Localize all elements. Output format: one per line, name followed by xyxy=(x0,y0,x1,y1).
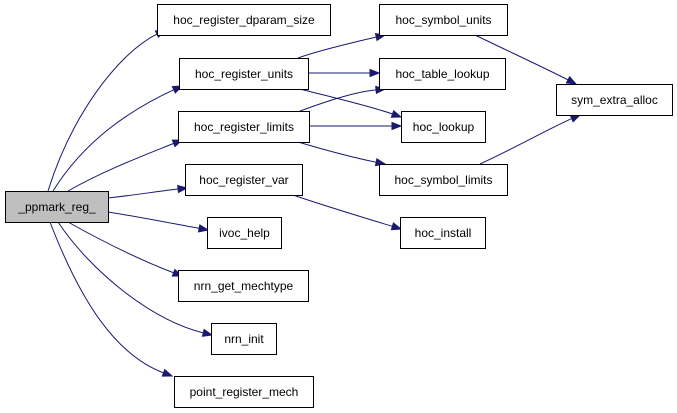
edge-line xyxy=(67,221,175,274)
edge-line xyxy=(49,221,165,374)
edge-line xyxy=(479,117,573,165)
edge-hoc_register_units-to-hoc_lookup xyxy=(299,88,403,118)
node-box xyxy=(174,376,314,408)
edge-line xyxy=(292,194,394,228)
edge-line xyxy=(67,142,175,192)
node-box xyxy=(379,58,506,90)
arrow-head xyxy=(161,368,174,377)
node-hoc-table-lookup[interactable]: hoc_table_lookup xyxy=(379,58,506,90)
arrow-head xyxy=(197,224,210,233)
edge-ppmark_reg-to-nrn_get_mechtype xyxy=(67,221,184,277)
node-layer: _ppmark_reg_ hoc_register_dparam_size hoc_… xyxy=(5,4,673,408)
edge-hoc_symbol_units-to-sym_extra_alloc xyxy=(474,34,578,85)
node-box xyxy=(185,164,303,196)
arrow-head xyxy=(391,121,403,131)
node-hoc-register-units[interactable]: hoc_register_units xyxy=(179,58,309,90)
arrow-head xyxy=(201,328,214,337)
arrow-head xyxy=(369,68,381,78)
node-hoc-install[interactable]: hoc_install xyxy=(400,217,486,249)
edge-line xyxy=(47,33,159,192)
edge-ppmark_reg-to-hoc_register_var xyxy=(107,184,189,199)
node-hoc-symbol-units[interactable]: hoc_symbol_units xyxy=(379,4,508,36)
edge-hoc_register_limits-to-hoc_lookup xyxy=(309,121,403,131)
edge-ppmark_reg-to-nrn_init xyxy=(57,221,214,337)
edge-hoc_register_units-to-hoc_symbol_units xyxy=(297,33,387,59)
node-label: hoc_register_dparam_size xyxy=(173,13,315,27)
node-label: _ppmark_reg_ xyxy=(17,200,96,214)
node-box xyxy=(379,4,508,36)
node-label: hoc_register_limits xyxy=(194,120,294,134)
node-sym-extra-alloc[interactable]: sym_extra_alloc xyxy=(556,84,673,116)
node-label: hoc_symbol_units xyxy=(395,13,491,27)
node-point-register-mech[interactable]: point_register_mech xyxy=(174,376,314,408)
node-box xyxy=(157,4,331,36)
node-label: hoc_table_lookup xyxy=(395,67,489,81)
edge-hoc_register_var-to-hoc_install xyxy=(292,194,403,231)
node-nrn-get-mechtype[interactable]: nrn_get_mechtype xyxy=(178,270,309,302)
arrow-head xyxy=(390,222,403,231)
node-label: nrn_get_mechtype xyxy=(194,279,294,293)
node-label: hoc_register_units xyxy=(195,67,293,81)
node-box xyxy=(401,111,486,143)
edge-line xyxy=(57,221,205,334)
edge-line xyxy=(52,88,175,192)
arrow-head xyxy=(569,114,582,123)
edge-line xyxy=(474,34,570,81)
node-nrn-init[interactable]: nrn_init xyxy=(211,323,277,355)
node-box xyxy=(211,323,277,355)
edge-ppmark_reg-to-ivoc_help xyxy=(107,211,210,233)
node-label: nrn_init xyxy=(224,332,264,346)
edge-ppmark_reg-to-hoc_register_dparam_size xyxy=(47,29,167,192)
node-box xyxy=(178,270,309,302)
node-label: hoc_install xyxy=(415,226,472,240)
node-box xyxy=(178,111,310,143)
node-hoc-symbol-limits[interactable]: hoc_symbol_limits xyxy=(379,164,508,196)
node-hoc-register-var[interactable]: hoc_register_var xyxy=(185,164,303,196)
edge-line xyxy=(107,211,201,230)
edge-ppmark_reg-to-point_register_mech xyxy=(49,221,174,377)
edge-line xyxy=(297,36,378,59)
edge-line xyxy=(107,188,180,199)
edge-hoc_register_limits-to-hoc_symbol_limits xyxy=(297,141,387,167)
node-box xyxy=(556,84,673,116)
node-label: hoc_lookup xyxy=(413,120,475,134)
arrow-head xyxy=(177,184,189,194)
node-box xyxy=(207,217,282,249)
node-hoc-lookup[interactable]: hoc_lookup xyxy=(401,111,486,143)
edge-hoc_symbol_limits-to-sym_extra_alloc xyxy=(479,114,582,165)
node-label: point_register_mech xyxy=(190,385,299,399)
node-label: hoc_register_var xyxy=(199,173,288,187)
node-label: ivoc_help xyxy=(219,226,270,240)
node-hoc-register-limits[interactable]: hoc_register_limits xyxy=(178,111,310,143)
edge-hoc_register_units-to-hoc_table_lookup xyxy=(308,68,381,78)
node-label: sym_extra_alloc xyxy=(571,93,658,107)
arrow-head xyxy=(390,109,403,118)
arrow-head xyxy=(565,75,578,85)
node-box xyxy=(400,217,486,249)
edge-line xyxy=(299,89,378,112)
edge-ppmark_reg-to-hoc_register_limits xyxy=(67,139,184,192)
node-hoc-register-dparam-size[interactable]: hoc_register_dparam_size xyxy=(157,4,331,36)
node-box xyxy=(379,164,508,196)
edge-line xyxy=(299,88,394,115)
node-ppmark-reg[interactable]: _ppmark_reg_ xyxy=(5,191,109,223)
node-ivoc-help[interactable]: ivoc_help xyxy=(207,217,282,249)
node-box xyxy=(179,58,309,90)
node-box xyxy=(5,191,109,223)
edge-ppmark_reg-to-hoc_register_units xyxy=(52,85,184,192)
edge-line xyxy=(297,141,378,163)
node-label: hoc_symbol_limits xyxy=(394,173,492,187)
